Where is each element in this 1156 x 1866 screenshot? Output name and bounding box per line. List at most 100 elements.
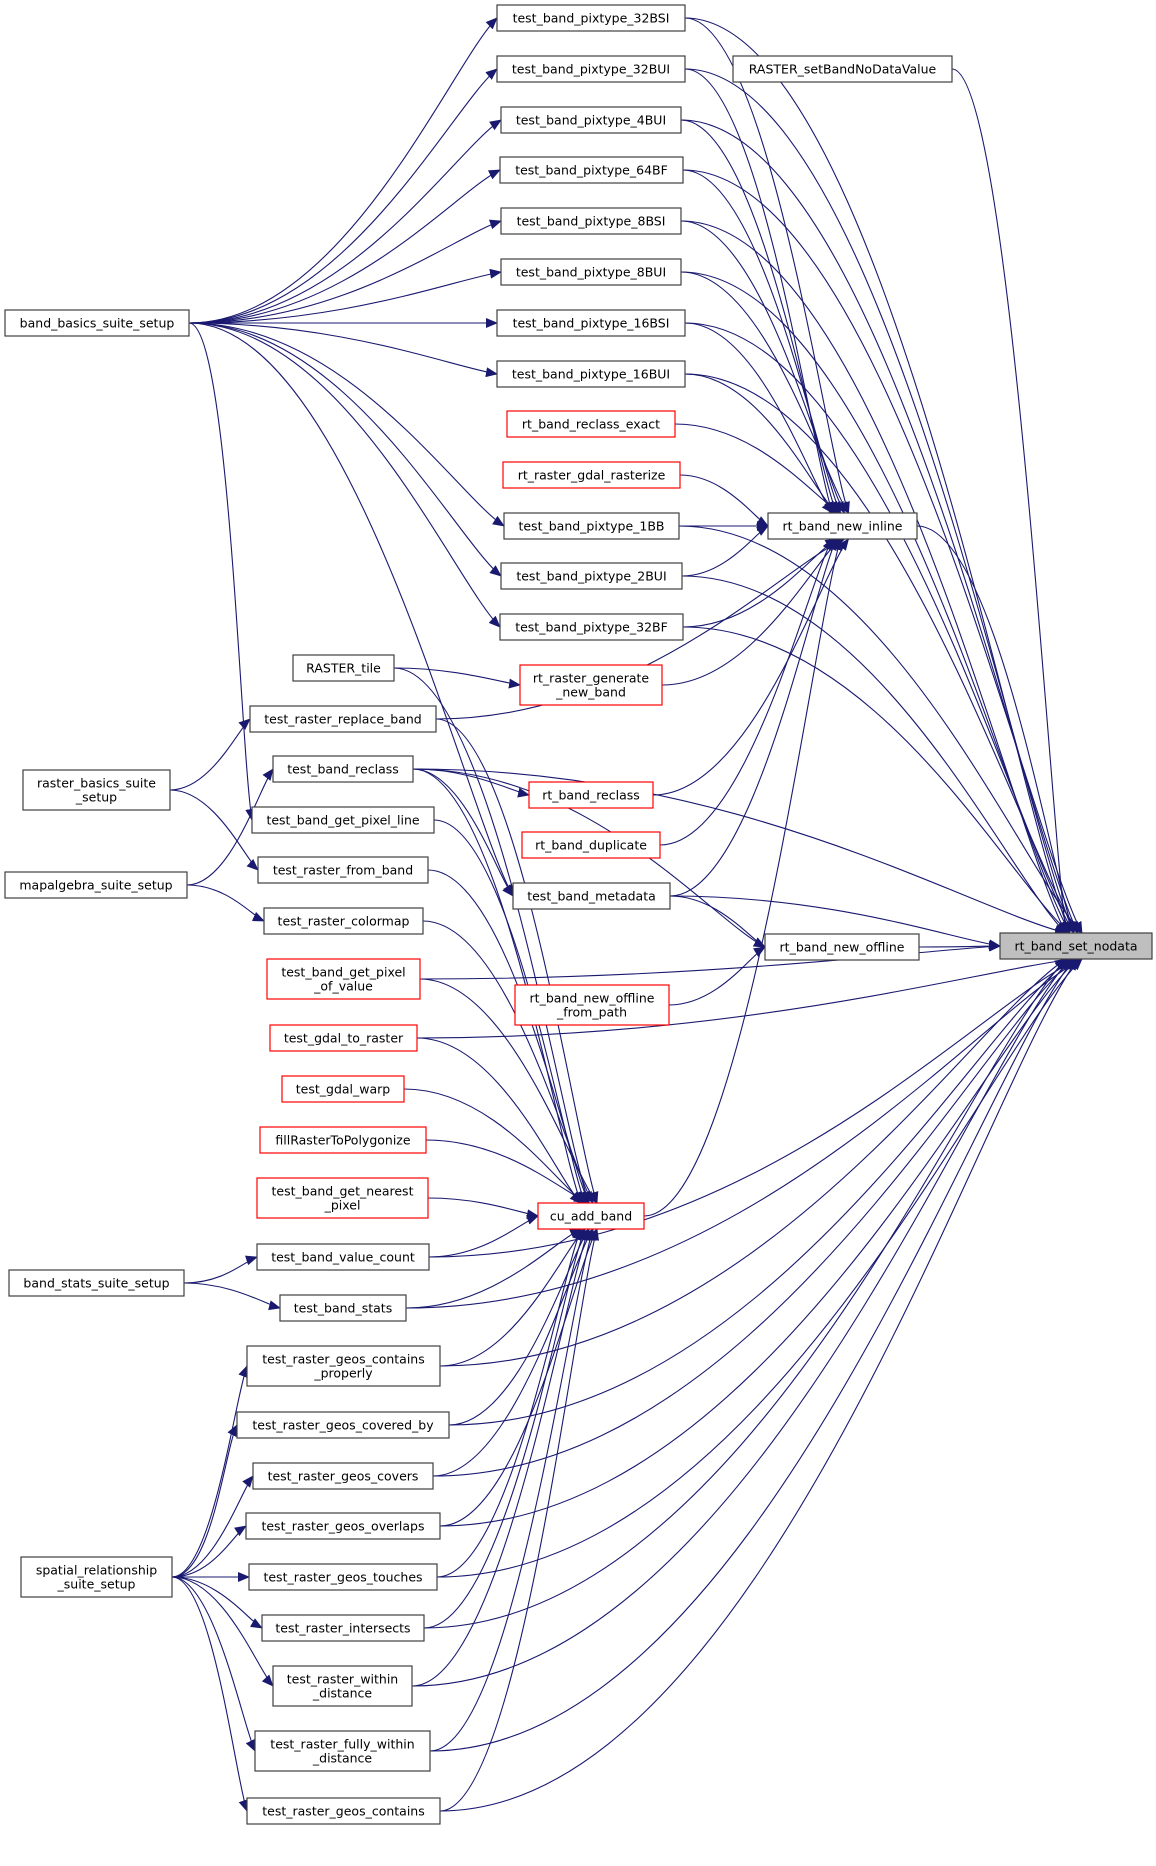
- node-test-raster-fully-within-distance[interactable]: test_raster_fully_within_distance: [254, 1730, 431, 1772]
- node-box[interactable]: [514, 984, 670, 1026]
- node-box[interactable]: [246, 1345, 441, 1387]
- node-box[interactable]: [251, 806, 435, 834]
- node-box[interactable]: [261, 1614, 425, 1642]
- node-box[interactable]: [500, 562, 683, 590]
- node-rt-band-set-nodata[interactable]: rt_band_set_nodata: [999, 932, 1153, 960]
- node-rt-band-duplicate[interactable]: rt_band_duplicate: [521, 831, 661, 859]
- node-test-band-get-pixel-of-value[interactable]: test_band_get_pixel_of_value: [266, 958, 421, 1000]
- node-test-band-pixtype-16-bui[interactable]: test_band_pixtype_16BUI: [496, 360, 686, 388]
- node-box[interactable]: [249, 705, 437, 733]
- node-test-raster-geos-touches[interactable]: test_raster_geos_touches: [248, 1563, 438, 1591]
- node-box[interactable]: [22, 769, 171, 811]
- node-test-band-value-count[interactable]: test_band_value_count: [256, 1243, 430, 1271]
- node-box[interactable]: [732, 55, 953, 83]
- node-test-raster-geos-covers[interactable]: test_raster_geos_covers: [252, 1462, 434, 1490]
- node-rt-band-new-offline-from-path[interactable]: rt_band_new_offline_from_path: [514, 984, 670, 1026]
- node-box[interactable]: [496, 4, 686, 32]
- node-test-gdal-warp[interactable]: test_gdal_warp: [281, 1075, 405, 1103]
- node-box[interactable]: [4, 309, 190, 337]
- node-box[interactable]: [499, 613, 684, 641]
- node-box[interactable]: [521, 831, 661, 859]
- node-box[interactable]: [8, 1269, 185, 1297]
- node-band-basics-suite-setup[interactable]: band_basics_suite_setup: [4, 309, 190, 337]
- node-box[interactable]: [496, 309, 686, 337]
- node-test-raster-geos-contains[interactable]: test_raster_geos_contains: [246, 1797, 441, 1825]
- node-test-band-pixtype-4-bui[interactable]: test_band_pixtype_4BUI: [500, 106, 682, 134]
- node-box[interactable]: [496, 55, 686, 83]
- node-test-band-pixtype-32-bf[interactable]: test_band_pixtype_32BF: [499, 613, 684, 641]
- node-spatial-relationship-suite-setup[interactable]: spatial_relationship_suite_setup: [20, 1556, 173, 1598]
- node-box[interactable]: [259, 1126, 427, 1154]
- node-test-band-pixtype-8-bui[interactable]: test_band_pixtype_8BUI: [500, 258, 682, 286]
- node-box[interactable]: [257, 856, 429, 884]
- node-test-raster-within-distance[interactable]: test_raster_within_distance: [272, 1665, 413, 1707]
- node-test-raster-geos-contains-properly[interactable]: test_raster_geos_contains_properly: [246, 1345, 441, 1387]
- node-box[interactable]: [537, 1202, 645, 1230]
- node-test-gdal-to-raster[interactable]: test_gdal_to_raster: [269, 1024, 418, 1052]
- node-cu-add-band[interactable]: cu_add_band: [537, 1202, 645, 1230]
- node-box[interactable]: [496, 360, 686, 388]
- node-rt-band-reclass-exact[interactable]: rt_band_reclass_exact: [506, 410, 676, 438]
- node-band-stats-suite-setup[interactable]: band_stats_suite_setup: [8, 1269, 185, 1297]
- node-box[interactable]: [254, 1730, 431, 1772]
- node-box[interactable]: [256, 1177, 429, 1219]
- node-test-band-reclass[interactable]: test_band_reclass: [272, 755, 414, 783]
- node-test-raster-colormap[interactable]: test_raster_colormap: [263, 907, 424, 935]
- node-box[interactable]: [999, 932, 1153, 960]
- node-box[interactable]: [292, 654, 395, 682]
- node-box[interactable]: [500, 258, 682, 286]
- node-fill-raster-to-polygonize[interactable]: fillRasterToPolygonize: [259, 1126, 427, 1154]
- node-box[interactable]: [4, 871, 188, 899]
- node-box[interactable]: [502, 461, 681, 489]
- node-box[interactable]: [279, 1294, 407, 1322]
- node-box[interactable]: [506, 410, 676, 438]
- node-box[interactable]: [20, 1556, 173, 1598]
- node-test-band-pixtype-16-bsi[interactable]: test_band_pixtype_16BSI: [496, 309, 686, 337]
- node-test-band-get-pixel-line[interactable]: test_band_get_pixel_line: [251, 806, 435, 834]
- node-box[interactable]: [767, 512, 918, 540]
- node-rt-band-reclass[interactable]: rt_band_reclass: [528, 781, 654, 809]
- node-box[interactable]: [269, 1024, 418, 1052]
- node-box[interactable]: [248, 1563, 438, 1591]
- node-raster-tile[interactable]: RASTER_tile: [292, 654, 395, 682]
- node-box[interactable]: [272, 755, 414, 783]
- node-test-raster-intersects[interactable]: test_raster_intersects: [261, 1614, 425, 1642]
- node-box[interactable]: [512, 882, 671, 910]
- node-test-band-pixtype-8-bsi[interactable]: test_band_pixtype_8BSI: [500, 207, 682, 235]
- node-box[interactable]: [246, 1797, 441, 1825]
- node-test-band-pixtype-64-bf[interactable]: test_band_pixtype_64BF: [499, 156, 684, 184]
- node-mapalgebra-suite-setup[interactable]: mapalgebra_suite_setup: [4, 871, 188, 899]
- node-box[interactable]: [499, 156, 684, 184]
- node-raster-set-band-no-data-value[interactable]: RASTER_setBandNoDataValue: [732, 55, 953, 83]
- node-test-band-get-nearest-pixel[interactable]: test_band_get_nearest_pixel: [256, 1177, 429, 1219]
- node-test-band-pixtype-32-bui[interactable]: test_band_pixtype_32BUI: [496, 55, 686, 83]
- node-box[interactable]: [519, 664, 663, 706]
- node-test-band-stats[interactable]: test_band_stats: [279, 1294, 407, 1322]
- node-box[interactable]: [245, 1512, 441, 1540]
- node-rt-band-new-inline[interactable]: rt_band_new_inline: [767, 512, 918, 540]
- node-box[interactable]: [263, 907, 424, 935]
- node-box[interactable]: [266, 958, 421, 1000]
- node-box[interactable]: [528, 781, 654, 809]
- node-test-band-metadata[interactable]: test_band_metadata: [512, 882, 671, 910]
- node-box[interactable]: [256, 1243, 430, 1271]
- node-test-raster-replace-band[interactable]: test_raster_replace_band: [249, 705, 437, 733]
- node-box[interactable]: [272, 1665, 413, 1707]
- node-test-raster-geos-covered-by[interactable]: test_raster_geos_covered_by: [236, 1411, 450, 1439]
- node-rt-raster-gdal-rasterize[interactable]: rt_raster_gdal_rasterize: [502, 461, 681, 489]
- node-box[interactable]: [500, 207, 682, 235]
- node-box[interactable]: [281, 1075, 405, 1103]
- node-test-band-pixtype-2-bui[interactable]: test_band_pixtype_2BUI: [500, 562, 683, 590]
- node-box[interactable]: [236, 1411, 450, 1439]
- node-test-band-pixtype-32-bsi[interactable]: test_band_pixtype_32BSI: [496, 4, 686, 32]
- node-raster-basics-suite-setup[interactable]: raster_basics_suite_setup: [22, 769, 171, 811]
- node-test-raster-geos-overlaps[interactable]: test_raster_geos_overlaps: [245, 1512, 441, 1540]
- node-test-band-pixtype-1-bb[interactable]: test_band_pixtype_1BB: [503, 512, 680, 540]
- node-test-raster-from-band[interactable]: test_raster_from_band: [257, 856, 429, 884]
- node-box[interactable]: [764, 933, 920, 961]
- node-box[interactable]: [503, 512, 680, 540]
- node-rt-band-new-offline[interactable]: rt_band_new_offline: [764, 933, 920, 961]
- node-box[interactable]: [500, 106, 682, 134]
- node-rt-raster-generate-new-band[interactable]: rt_raster_generate_new_band: [519, 664, 663, 706]
- node-box[interactable]: [252, 1462, 434, 1490]
